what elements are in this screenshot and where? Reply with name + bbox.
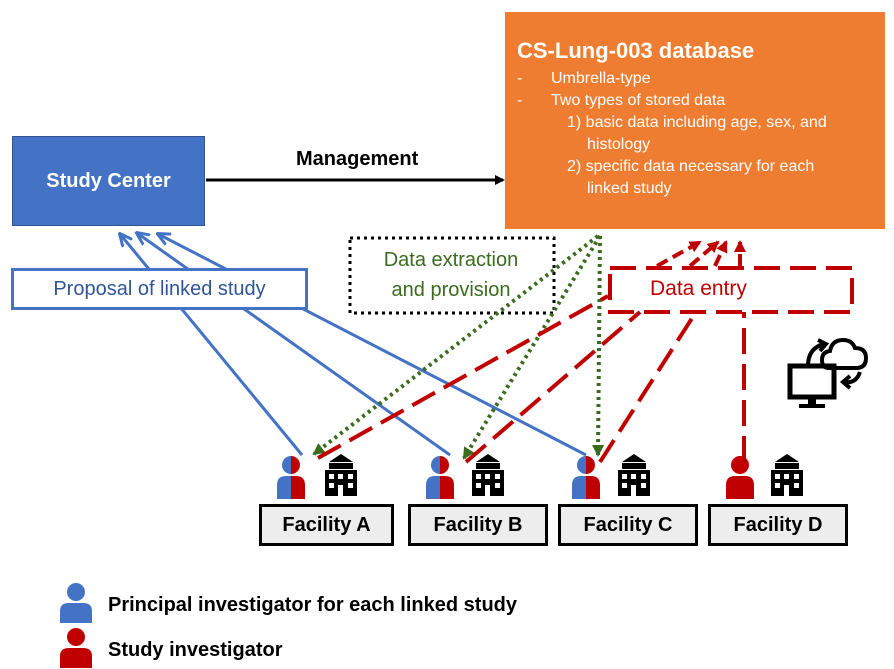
extraction-line-1: Data extraction [383, 249, 519, 271]
facility-a: Facility A [259, 504, 394, 546]
data-entry-box [608, 266, 854, 314]
person-icon [426, 456, 454, 499]
extraction-line-2: and provision [391, 279, 511, 301]
proposal-label: Proposal of linked study [53, 277, 266, 300]
legend-principal-label: Principal investigator for each linked s… [108, 594, 517, 616]
hospital-icon [771, 454, 803, 496]
data-entry-label: Data entry [650, 277, 747, 300]
management-label: Management [296, 148, 419, 170]
cloud-sync-icon [806, 337, 869, 390]
database-bullet-2: -Two types of stored data [517, 92, 726, 109]
extraction-label: Data extraction and provision [348, 237, 554, 313]
monitor-icon [787, 363, 837, 408]
hospital-icon [325, 454, 357, 496]
facility-c: Facility C [558, 504, 698, 546]
person-icon [277, 456, 305, 499]
database-box: CS-Lung-003 database -Umbrella-type -Two… [505, 12, 885, 229]
facility-d: Facility D [708, 504, 848, 546]
legend-study-label: Study investigator [108, 639, 283, 661]
database-bullet-1: -Umbrella-type [517, 70, 651, 87]
legend-study-icon [60, 628, 92, 668]
person-icon [726, 456, 754, 499]
data-entry-arrows [656, 240, 746, 268]
study-center-box: Study Center [12, 136, 205, 226]
database-item-1-cont: histology [587, 136, 651, 153]
legend-principal-icon [60, 583, 92, 623]
extraction-arrows [312, 234, 605, 460]
facility-b: Facility B [408, 504, 548, 546]
extraction-box [348, 236, 556, 315]
database-item-2: 2) specific data necessary for each [567, 158, 815, 175]
study-center-label: Study Center [46, 169, 171, 192]
database-item-2-cont: linked study [587, 180, 672, 197]
database-item-1: 1) basic data including age, sex, and [567, 114, 827, 131]
person-icon [572, 456, 600, 499]
hospital-icon [472, 454, 504, 496]
database-title: CS-Lung-003 database [517, 38, 755, 63]
hospital-icon [618, 454, 650, 496]
proposal-box: Proposal of linked study [11, 268, 308, 310]
data-entry-lines [317, 294, 746, 464]
